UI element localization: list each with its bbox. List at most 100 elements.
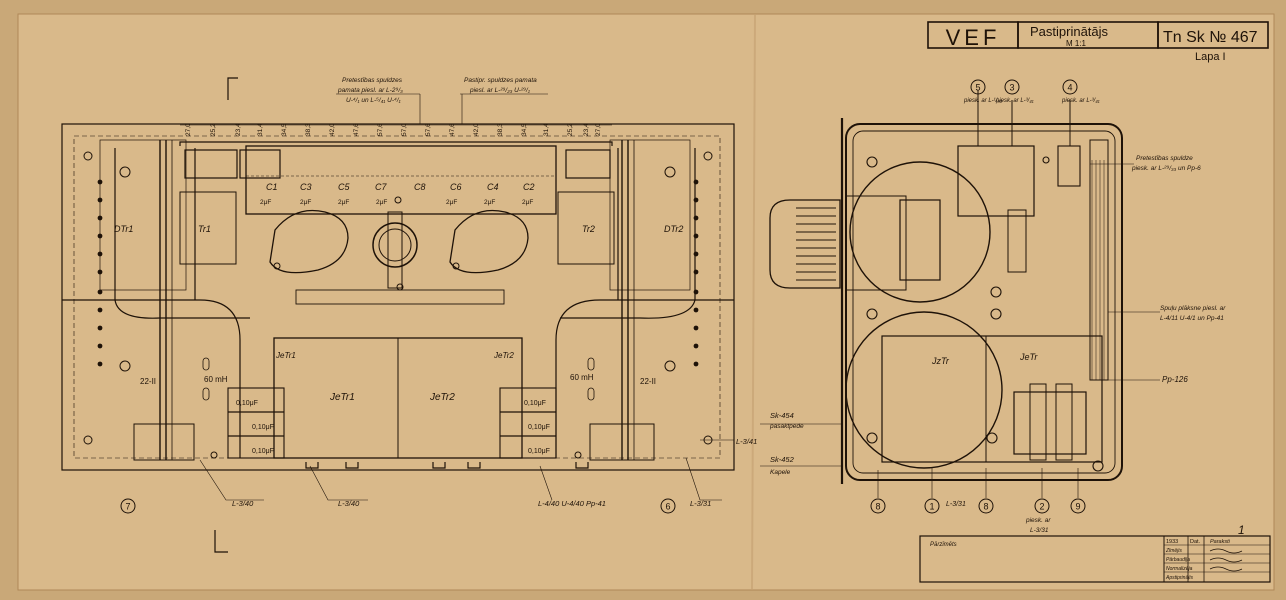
svg-text:2μF: 2μF (338, 199, 349, 206)
svg-text:34,5: 34,5 (281, 123, 288, 136)
revision-table: 1933 Dat. Paraksti Zīmējis Pārbaudīja No… (1165, 539, 1243, 581)
svg-text:47,6: 47,6 (353, 123, 360, 136)
svg-text:22-II: 22-II (140, 377, 156, 386)
svg-text:L-4/11 U-4/1 un Pp-41: L-4/11 U-4/1 un Pp-41 (1160, 315, 1224, 322)
svg-text:0,10μF: 0,10μF (528, 424, 550, 431)
callout-notes: Pretestības spuldzes pamata piesl. ar L-… (199, 77, 757, 508)
svg-text:L-3/41: L-3/41 (736, 437, 757, 446)
svg-text:0,10μF: 0,10μF (236, 400, 258, 407)
svg-text:47,6: 47,6 (449, 123, 456, 136)
top-dimension-values: 27,0 25,2 23,4 31,4 34,5 38,3 42,0 47,6 … (185, 123, 602, 136)
svg-text:23,4: 23,4 (583, 123, 590, 136)
svg-text:2μF: 2μF (484, 199, 495, 206)
svg-text:Sk-454: Sk-454 (770, 411, 794, 420)
svg-text:Apstiprinājis: Apstiprinājis (1165, 575, 1193, 581)
svg-text:4: 4 (1067, 83, 1072, 93)
revision-block (919, 535, 1271, 583)
svg-text:38,3: 38,3 (305, 123, 312, 136)
svg-text:C4: C4 (487, 182, 499, 192)
balloon-6: 6 (660, 498, 676, 514)
component-labels: DTr1 DTr2 Tr1 Tr2 JeTr1 JeTr2 JeTr1 JeTr… (114, 224, 683, 455)
svg-text:DTr2: DTr2 (664, 224, 683, 234)
revision-label: Pārzīmēts (930, 542, 957, 548)
svg-text:C2: C2 (523, 182, 535, 192)
svg-text:31,4: 31,4 (257, 123, 264, 136)
svg-text:27,0: 27,0 (595, 123, 602, 136)
svg-text:L-3/31: L-3/31 (1030, 527, 1049, 534)
svg-text:piesk. ar L-²⁹/₃₃ un Pp-6: piesk. ar L-²⁹/₃₃ un Pp-6 (1131, 165, 1201, 172)
balloon-7: 7 (120, 498, 136, 514)
svg-text:C6: C6 (450, 182, 462, 192)
svg-text:2μF: 2μF (522, 199, 533, 206)
svg-text:Pārbaudīja: Pārbaudīja (1166, 557, 1190, 563)
svg-text:Tr2: Tr2 (582, 224, 595, 234)
svg-text:pasaktpede: pasaktpede (769, 423, 804, 430)
svg-text:piesl. ar L-²⁹/₂₃ U-²⁹/₁: piesl. ar L-²⁹/₂₃ U-²⁹/₁ (469, 87, 530, 94)
svg-text:Pp-126: Pp-126 (1162, 375, 1188, 384)
paper-crease (751, 13, 756, 591)
svg-text:Pretestības spuldzes: Pretestības spuldzes (342, 77, 403, 84)
svg-text:piesk. ar L-³/₄₁: piesk. ar L-³/₄₁ (995, 98, 1034, 104)
svg-text:JeTr2: JeTr2 (429, 392, 455, 403)
svg-text:60 mH: 60 mH (204, 375, 228, 384)
left-terminal-screws (97, 179, 699, 367)
drawing-number: Tn Sk № 467 (1163, 29, 1258, 46)
svg-text:Zīmējis: Zīmējis (1165, 548, 1182, 554)
svg-text:Pretestības spuldze: Pretestības spuldze (1136, 155, 1193, 162)
svg-text:JeTr1: JeTr1 (275, 351, 296, 360)
svg-text:piesk. ar L-¹/₃₀: piesk. ar L-¹/₃₀ (963, 98, 1003, 104)
svg-text:23,4: 23,4 (235, 123, 242, 136)
svg-text:2μF: 2μF (260, 199, 271, 206)
right-view-outline (760, 90, 1160, 498)
svg-text:22-II: 22-II (640, 377, 656, 386)
svg-text:5: 5 (975, 83, 980, 93)
svg-text:25,2: 25,2 (210, 123, 217, 136)
svg-text:Normalizēja: Normalizēja (1166, 566, 1193, 572)
svg-text:38,3: 38,3 (497, 123, 504, 136)
capacitor-labels: C1 C3 C5 C7 C8 C6 C4 C2 2μF 2μF 2μF 2μF … (260, 182, 535, 206)
svg-text:7: 7 (125, 502, 130, 512)
right-view-screws (866, 156, 1104, 472)
svg-text:piesk. ar L-³/₄₁: piesk. ar L-³/₄₁ (1061, 98, 1100, 104)
svg-text:U-⁴/₁ un L-⁵/₄₁ U-⁴/₁: U-⁴/₁ un L-⁵/₄₁ U-⁴/₁ (346, 97, 401, 104)
svg-text:Kapele: Kapele (770, 469, 791, 476)
corner-mark: 1 (1238, 523, 1245, 537)
svg-text:8: 8 (983, 502, 988, 512)
svg-text:L-3/31: L-3/31 (690, 499, 711, 508)
svg-text:0,10μF: 0,10μF (252, 424, 274, 431)
svg-text:L-3/40: L-3/40 (232, 499, 254, 508)
svg-text:L-4/40 U-4/40 Pp-41: L-4/40 U-4/40 Pp-41 (538, 499, 606, 508)
svg-text:2μF: 2μF (300, 199, 311, 206)
svg-text:1933: 1933 (1166, 539, 1178, 545)
svg-text:Dat.: Dat. (1190, 539, 1201, 545)
svg-text:L-3/40: L-3/40 (338, 499, 360, 508)
svg-text:0,10μF: 0,10μF (528, 448, 550, 455)
svg-text:57,6: 57,6 (377, 123, 384, 136)
svg-text:0,10μF: 0,10μF (524, 400, 546, 407)
svg-text:60 mH: 60 mH (570, 373, 594, 382)
svg-text:25,2: 25,2 (567, 123, 574, 136)
svg-text:C5: C5 (338, 182, 350, 192)
svg-text:0,10μF: 0,10μF (252, 448, 274, 455)
svg-text:42,0: 42,0 (329, 123, 336, 136)
svg-text:9: 9 (1075, 502, 1080, 512)
svg-text:C3: C3 (300, 182, 312, 192)
svg-text:3: 3 (1009, 83, 1014, 93)
svg-text:C1: C1 (266, 182, 278, 192)
svg-text:C8: C8 (414, 182, 426, 192)
svg-text:1: 1 (929, 502, 934, 512)
svg-text:piesk. ar: piesk. ar (1025, 517, 1051, 524)
sheet-number: Lapa I (1195, 51, 1226, 63)
svg-text:8: 8 (875, 502, 880, 512)
svg-text:JeTr: JeTr (1019, 352, 1038, 362)
right-view-balloons: 5 3 4 8 1 8 2 9 (870, 79, 1086, 514)
svg-text:2: 2 (1039, 502, 1044, 512)
svg-text:2μF: 2μF (376, 199, 387, 206)
svg-text:27,0: 27,0 (185, 123, 192, 136)
svg-text:Sk-452: Sk-452 (770, 455, 795, 464)
maker-name: VEF (946, 25, 1001, 50)
title-block (927, 21, 1269, 49)
svg-text:L-3/31: L-3/31 (946, 501, 966, 508)
svg-text:57,6: 57,6 (425, 123, 432, 136)
